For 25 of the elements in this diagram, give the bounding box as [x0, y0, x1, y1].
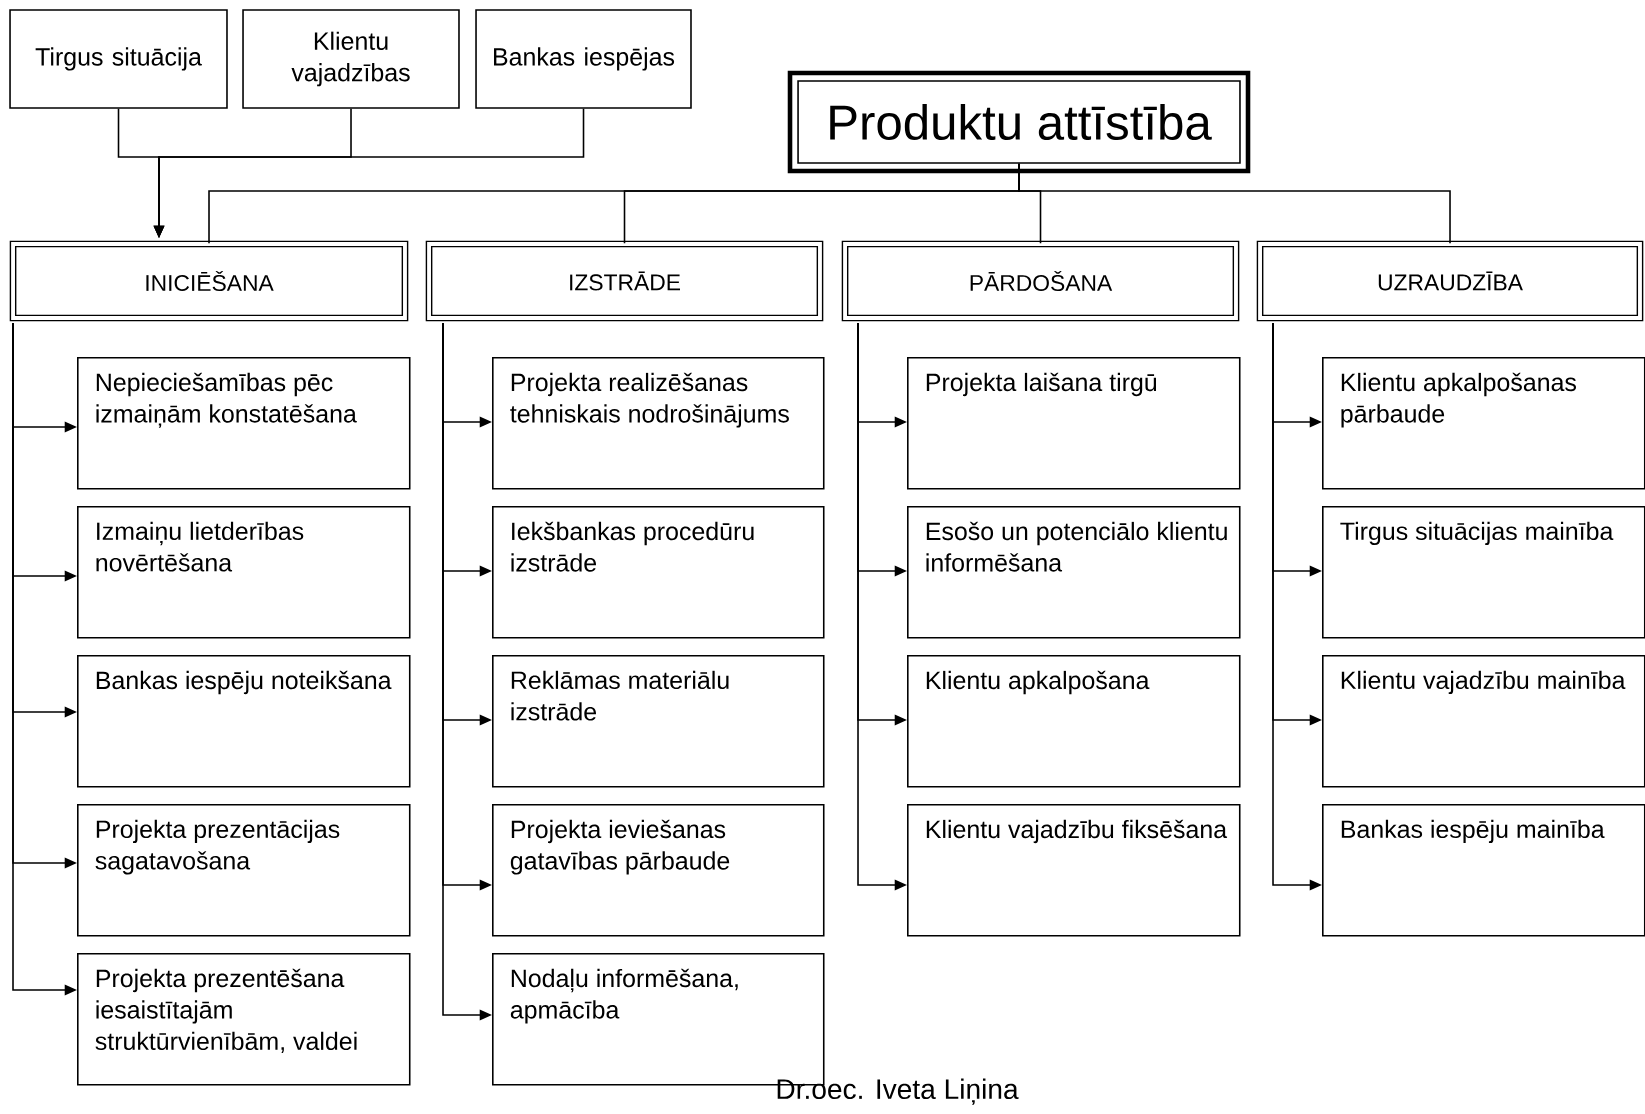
stage-box: INICIĒŠANA	[9, 240, 409, 322]
task-box: Projekta ieviešanas gatavības pārbaude	[492, 804, 825, 937]
task-box: Bankas iespēju noteikšana	[77, 655, 411, 788]
input-box: Bankas iespējas	[475, 9, 692, 109]
stage-box: UZRAUDZĪBA	[1256, 240, 1644, 322]
task-box: Bankas iespēju mainība	[1322, 804, 1645, 937]
task-box: Klientu vajadzību fiksēšana	[907, 804, 1241, 937]
task-box: Projekta realizēšanas tehniskais nodrošinājums	[492, 357, 825, 490]
task-box: Klientu apkalpošanas pārbaude	[1322, 357, 1645, 490]
task-box: Iekšbankas procedūru izstrāde	[492, 506, 825, 639]
task-box: Reklāmas materiālu izstrāde	[492, 655, 825, 788]
task-box: Projekta prezentācijas sagatavošana	[77, 804, 411, 937]
stage-box: IZSTRĀDE	[425, 240, 824, 322]
title-box: Produktu attīstība	[787, 70, 1251, 174]
task-box: Projekta prezentēšana iesaistītajām struktūrvienībām, valdei	[77, 953, 411, 1086]
stage-box: PĀRDOŠANA	[841, 240, 1240, 322]
input-box: Tirgus situācija	[9, 9, 228, 109]
task-box: Projekta laišana tirgū	[907, 357, 1241, 490]
task-box: Izmaiņu lietderības novērtēšana	[77, 506, 411, 639]
task-box: Klientu apkalpošana	[907, 655, 1241, 788]
input-box: Klientu vajadzības	[242, 9, 460, 109]
task-box: Tirgus situācijas mainība	[1322, 506, 1645, 639]
task-box: Klientu vajadzību mainība	[1322, 655, 1645, 788]
task-box: Esošo un potenciālo klientu informēšana	[907, 506, 1241, 639]
task-box: Nepieciešamības pēc izmaiņām konstatēšana	[77, 357, 411, 490]
